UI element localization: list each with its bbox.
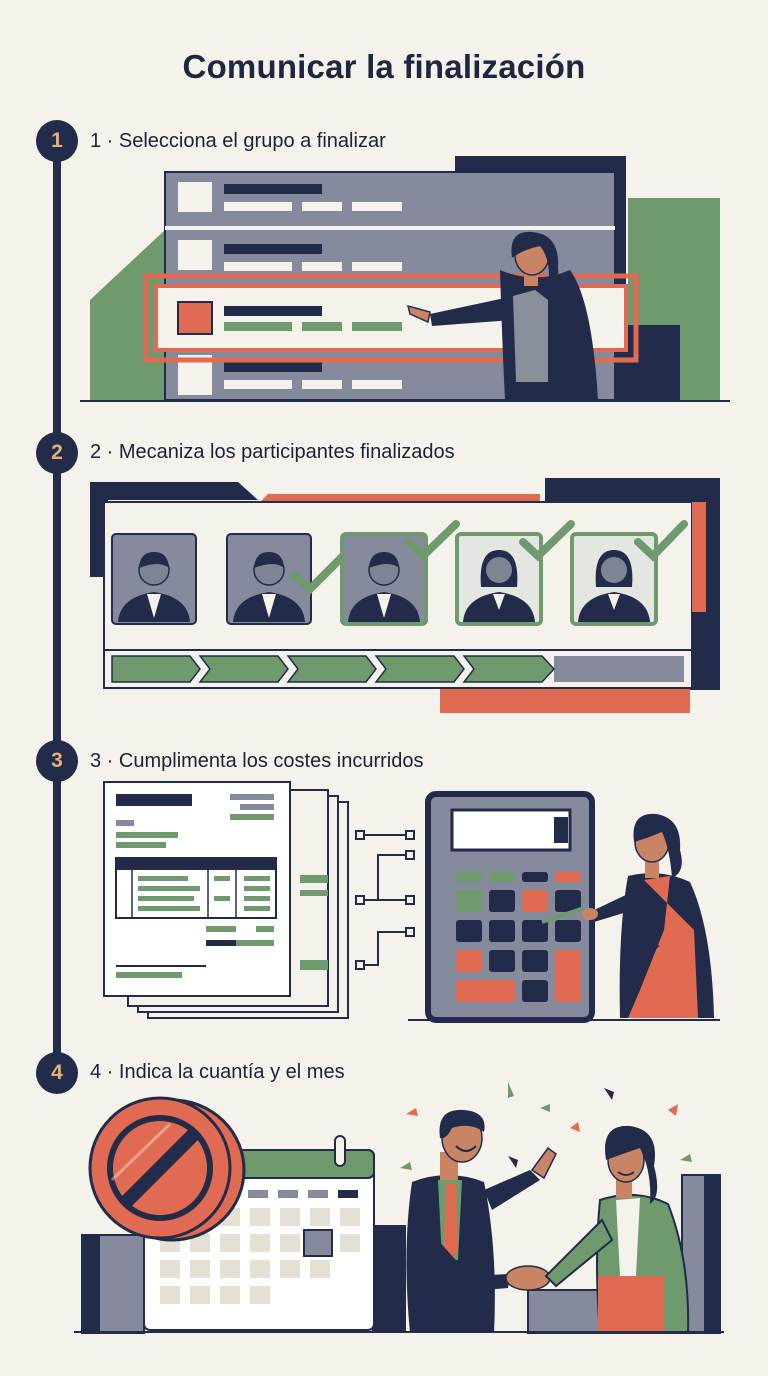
check-icon	[634, 520, 688, 562]
step-4-badge: 4	[36, 1052, 78, 1094]
portrait-2	[226, 533, 347, 625]
calculator-icon	[425, 791, 595, 1023]
presenter-figure	[406, 231, 598, 400]
progress-bar	[103, 649, 693, 689]
businesswoman-figure	[544, 1125, 690, 1334]
businessman-figure	[406, 1109, 557, 1333]
handshake-icon	[505, 1265, 551, 1291]
timeline-line	[53, 142, 61, 1072]
step-2-label: 2 · Mecaniza los participantes finalizad…	[90, 441, 455, 463]
step-1-label: 1 · Selecciona el grupo a finalizar	[90, 130, 386, 152]
green-backdrop-left	[90, 230, 165, 400]
portrait-4	[455, 520, 575, 626]
step-2-illustration	[0, 472, 768, 722]
connector-lines	[355, 830, 415, 970]
step-3-illustration	[0, 780, 768, 1025]
check-icon	[519, 520, 575, 562]
accountant-figure	[541, 813, 714, 1018]
step-4-label: 4 · Indica la cuantía y el mes	[90, 1061, 345, 1083]
check-icon	[404, 520, 460, 562]
portrait-3	[340, 520, 460, 626]
page-title: Comunicar la finalización	[182, 48, 586, 85]
check-icon	[290, 552, 347, 595]
confetti-decoration	[400, 1082, 692, 1170]
portrait-5	[570, 520, 688, 626]
step-4-illustration	[0, 1080, 768, 1336]
coin-icon	[88, 1096, 246, 1242]
portrait-1	[111, 533, 197, 625]
cost-documents	[103, 781, 349, 1019]
step-1-badge: 1	[36, 120, 78, 162]
step-1-illustration	[0, 150, 768, 410]
step-3-label: 3 · Cumplimenta los costes incurridos	[90, 750, 424, 772]
step-2-badge: 2	[36, 432, 78, 474]
step-3-badge: 3	[36, 740, 78, 782]
